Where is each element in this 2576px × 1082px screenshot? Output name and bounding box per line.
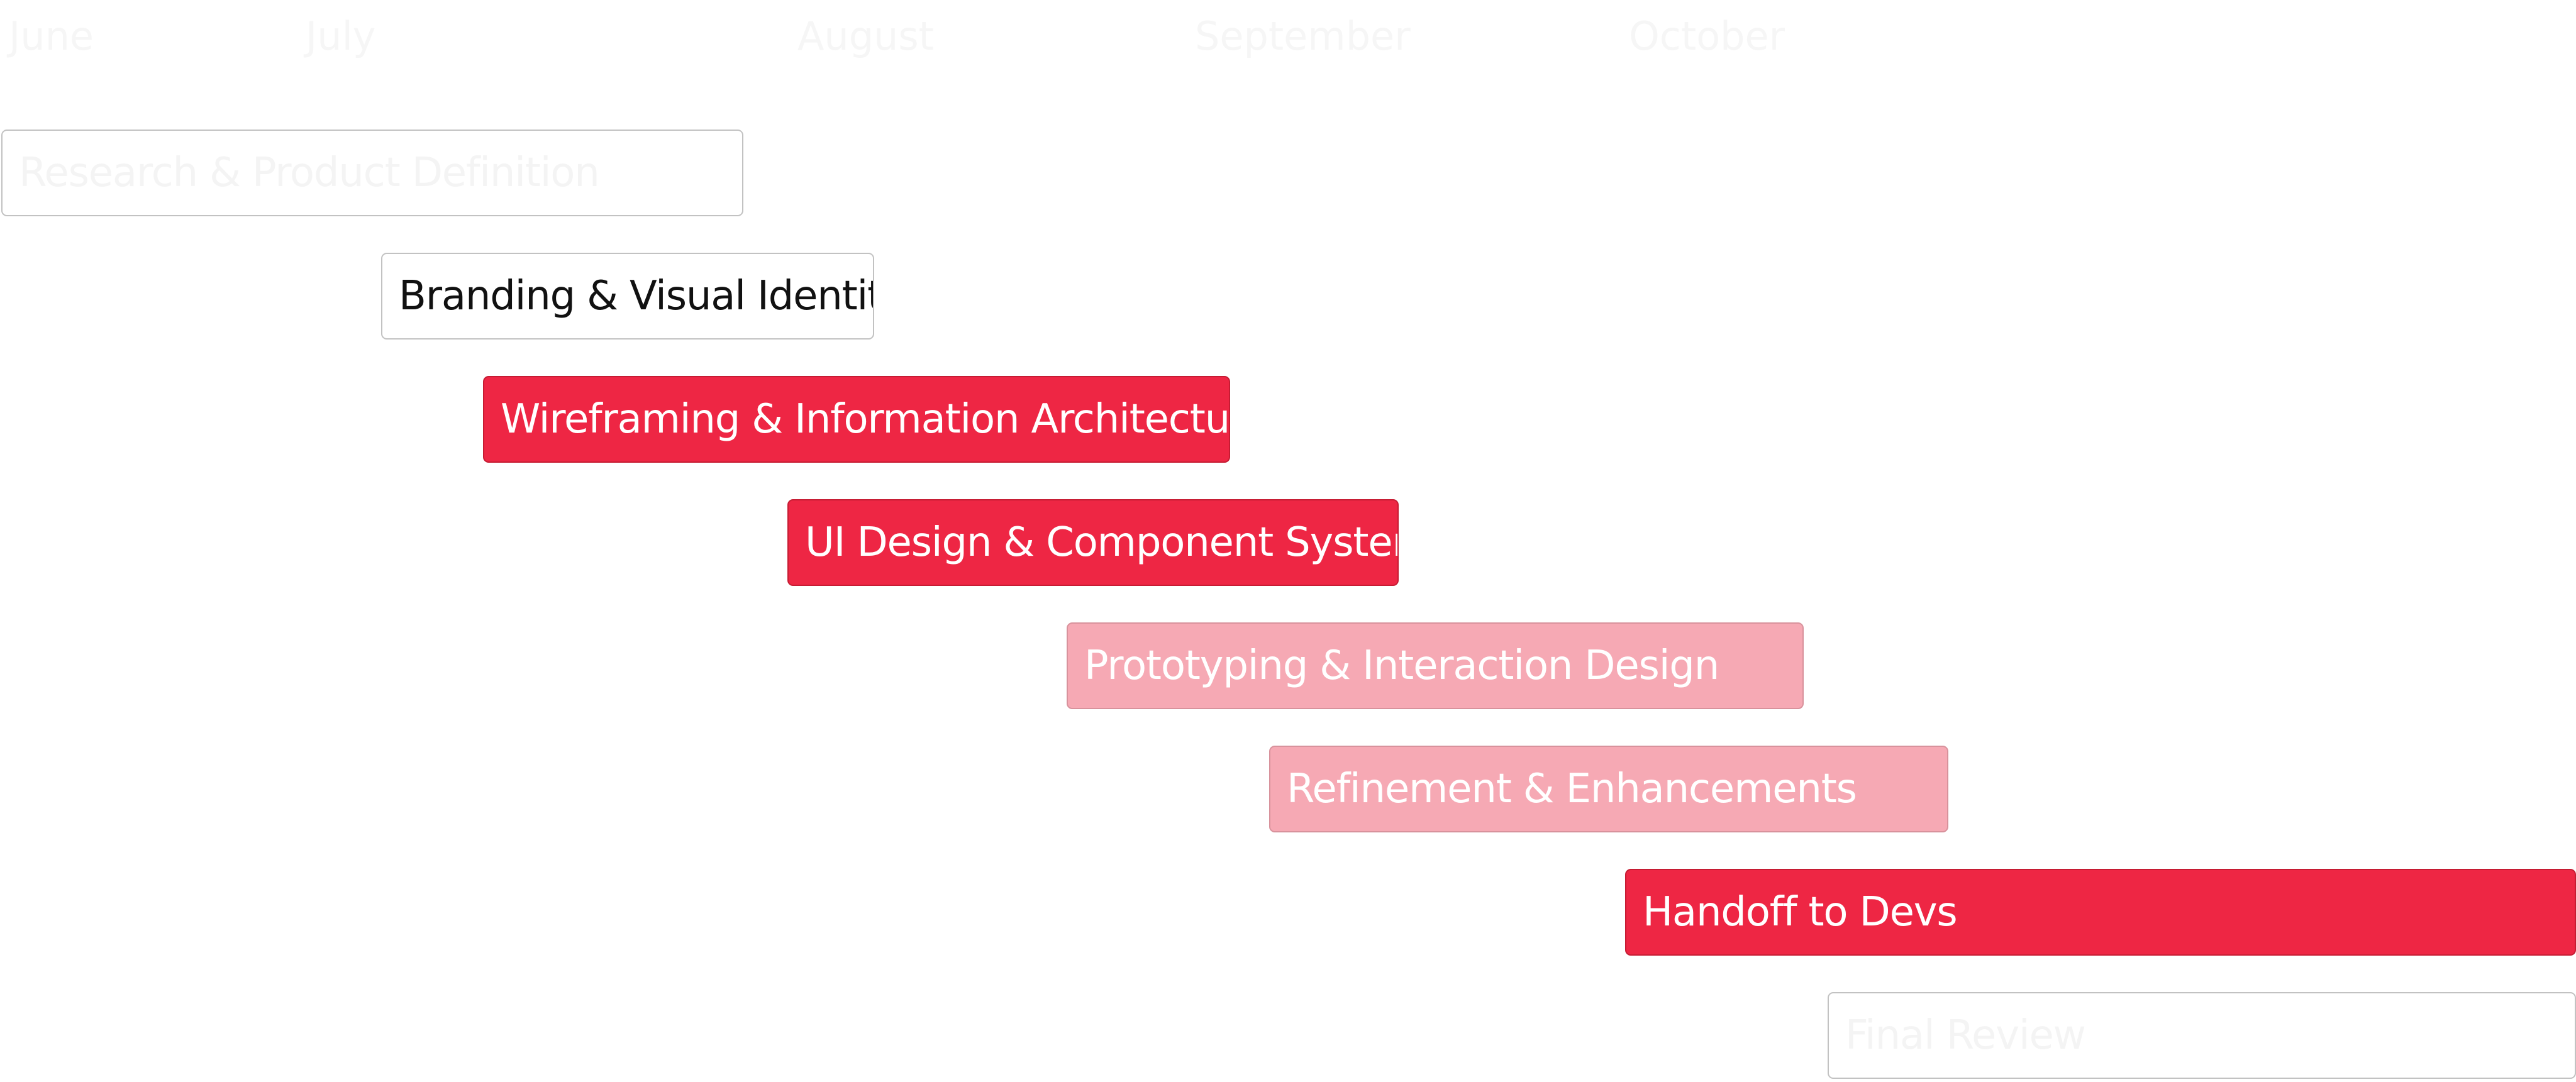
task-bar-handoff[interactable]: Handoff to Devs [1625, 869, 2576, 956]
task-label: Refinement & Enhancements [1287, 766, 1857, 812]
task-label: Handoff to Devs [1643, 889, 1958, 936]
task-label: Final Review [1845, 1012, 2086, 1059]
task-bar-refinement[interactable]: Refinement & Enhancements [1269, 746, 1948, 832]
task-label: UI Design & Component System [805, 519, 1399, 566]
task-label: Wireframing & Information Architecture [501, 396, 1230, 443]
task-bar-wireframing[interactable]: Wireframing & Information Architecture [483, 376, 1230, 463]
month-header-2: July [306, 13, 376, 59]
task-bar-final-review[interactable]: Final Review [1828, 992, 2576, 1079]
task-bar-branding[interactable]: Branding & Visual Identity [381, 253, 874, 340]
task-bar-prototyping[interactable]: Prototyping & Interaction Design [1067, 622, 1804, 709]
task-bar-research[interactable]: Research & Product Definition [1, 130, 743, 216]
month-header-3: August [797, 13, 934, 59]
month-header-1: June [9, 13, 94, 59]
task-label: Research & Product Definition [19, 150, 600, 196]
task-bar-ui-design[interactable]: UI Design & Component System [787, 499, 1399, 586]
month-header-4: September [1195, 13, 1411, 59]
task-label: Prototyping & Interaction Design [1084, 643, 1719, 689]
task-label: Branding & Visual Identity [399, 273, 874, 319]
month-header-5: October [1629, 13, 1785, 59]
